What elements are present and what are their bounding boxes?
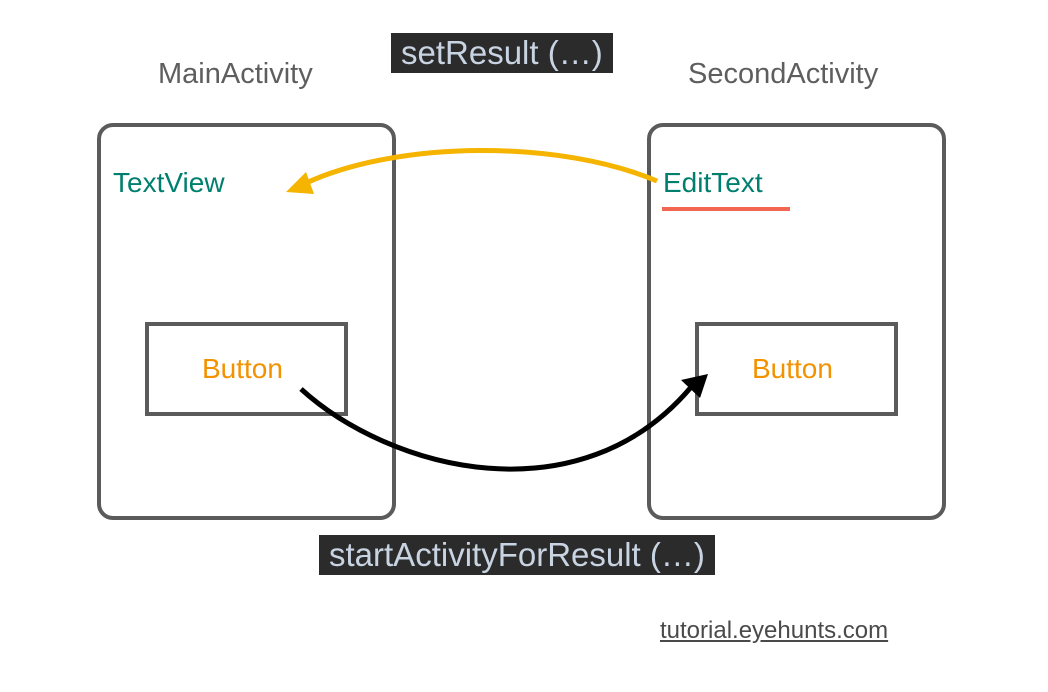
start-activity-arrowhead [681, 374, 708, 398]
main-button-label: Button [202, 353, 283, 384]
start-activity-arrow [299, 384, 694, 472]
second-activity-title: SecondActivity [688, 58, 879, 90]
edit-text-label: EditText [663, 167, 763, 198]
start-activity-label: startActivityForResult (…) [319, 535, 715, 575]
set-result-label: setResult (…) [391, 33, 613, 73]
edit-text-underline [662, 207, 790, 211]
set-result-arrow [304, 148, 658, 186]
second-button-label: Button [752, 353, 833, 384]
text-view-label: TextView [113, 167, 225, 198]
second-button [695, 322, 898, 416]
watermark-link[interactable]: tutorial.eyehunts.com [660, 617, 889, 644]
main-button [145, 322, 348, 416]
second-activity-box [647, 123, 946, 520]
set-result-arrowhead [286, 172, 314, 194]
main-activity-title: MainActivity [158, 58, 313, 90]
main-activity-box [97, 123, 396, 520]
